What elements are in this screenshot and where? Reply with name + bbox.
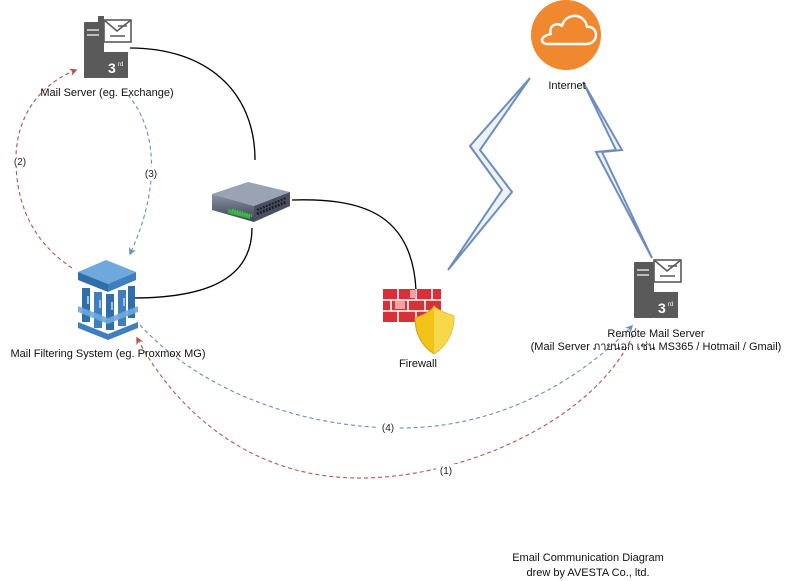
remote-server-icon: 3 rd [634,259,682,318]
remote-server-label: Remote Mail Server [607,328,705,340]
flow-4-line [139,324,634,429]
mail-server-node[interactable]: 3 rd Mail Server (eg. Exchange) [40,16,174,99]
footer-credit: drew by AVESTA Co., ltd. [526,567,649,579]
cloud-icon-bg [531,0,601,70]
internet-links [447,77,653,271]
flow-2-label: (2) [14,157,26,168]
mail-filter-icon [78,260,138,340]
internet-label: Internet [548,80,585,92]
cable-mailserver-switch [129,47,256,161]
firewall-icon [383,289,455,355]
flow-2-line [15,68,78,269]
flow-1-line [136,327,637,479]
firewall-node[interactable]: Firewall [383,289,455,370]
filter-node[interactable]: Mail Filtering System (eg. Proxmox MG) [11,260,206,360]
cloud-icon [540,14,598,46]
lightning-left [447,77,531,271]
remote-server-node[interactable]: 3 rd Remote Mail Server (Mail Server ภาย… [531,259,782,353]
diagram-footer: Email Communication Diagram drew by AVES… [512,552,664,579]
mail-server-icon: 3 rd [84,16,132,78]
network-cables [129,47,417,299]
filter-label: Mail Filtering System (eg. Proxmox MG) [11,348,206,360]
svg-text:3: 3 [108,60,116,76]
flow-1-label: (1) [440,466,452,477]
svg-text:rd: rd [118,62,123,68]
lightning-right [582,81,653,259]
svg-text:rd: rd [668,302,673,308]
cable-switch-firewall [291,199,417,291]
remote-server-sublabel: (Mail Server ภายนอก เช่น MS365 / Hotmail… [531,341,782,353]
footer-title: Email Communication Diagram [512,552,664,564]
flow-3-label: (3) [145,169,157,180]
firewall-label: Firewall [399,358,437,370]
mail-server-label: Mail Server (eg. Exchange) [40,87,173,99]
cable-switch-filter [131,227,253,299]
flow-3-line [127,94,153,256]
svg-text:3: 3 [658,300,666,316]
network-switch-icon [212,182,290,222]
mail-flows: (1) (2) (3) (4) [10,68,637,479]
switch-node[interactable] [212,182,290,222]
flow-4-label: (4) [382,423,394,434]
internet-node[interactable]: Internet [531,0,601,92]
